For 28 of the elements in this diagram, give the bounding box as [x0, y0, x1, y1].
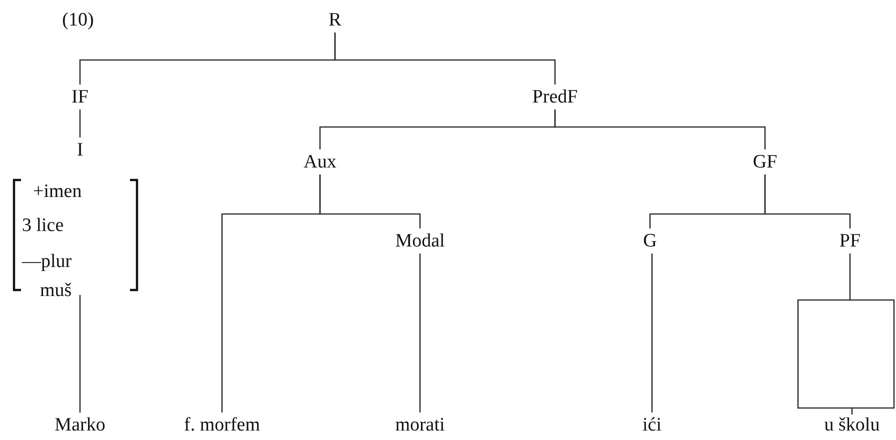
feature-value: —plur — [22, 252, 72, 271]
tree-node-label: morati — [395, 416, 445, 434]
tree-branch — [764, 174, 851, 228]
tree-node-label: f. morfem — [184, 416, 260, 434]
tree-branch — [334, 32, 556, 84]
tree-node-label: GF — [752, 152, 778, 172]
tree-node-label: Marko — [54, 416, 106, 434]
tree-branch — [79, 110, 81, 138]
feature-value: muš — [40, 281, 72, 300]
tree-node-label: PredF — [532, 88, 578, 106]
tree-node-label: u školu — [824, 416, 880, 434]
tree-branch — [419, 254, 421, 412]
example-number: (10) — [62, 10, 94, 30]
tree-node-label: Aux — [304, 152, 336, 172]
tree-branch — [319, 174, 421, 228]
tree-node-label: G — [643, 232, 657, 250]
tree-node-label: ići — [642, 416, 662, 434]
tree-branch — [651, 254, 653, 412]
tree-node-label: IF — [72, 88, 88, 106]
tree-branch — [797, 254, 853, 414]
feature-value: +imen — [33, 182, 82, 201]
tree-node-label: Modal — [395, 232, 445, 250]
tree-node-label: I — [76, 140, 84, 160]
tree-branch — [79, 295, 81, 412]
feature-value: 3 lice — [22, 216, 64, 235]
tree-branch — [554, 110, 766, 150]
tree-node-label: R — [328, 10, 342, 30]
tree-node-label: PF — [839, 232, 861, 250]
